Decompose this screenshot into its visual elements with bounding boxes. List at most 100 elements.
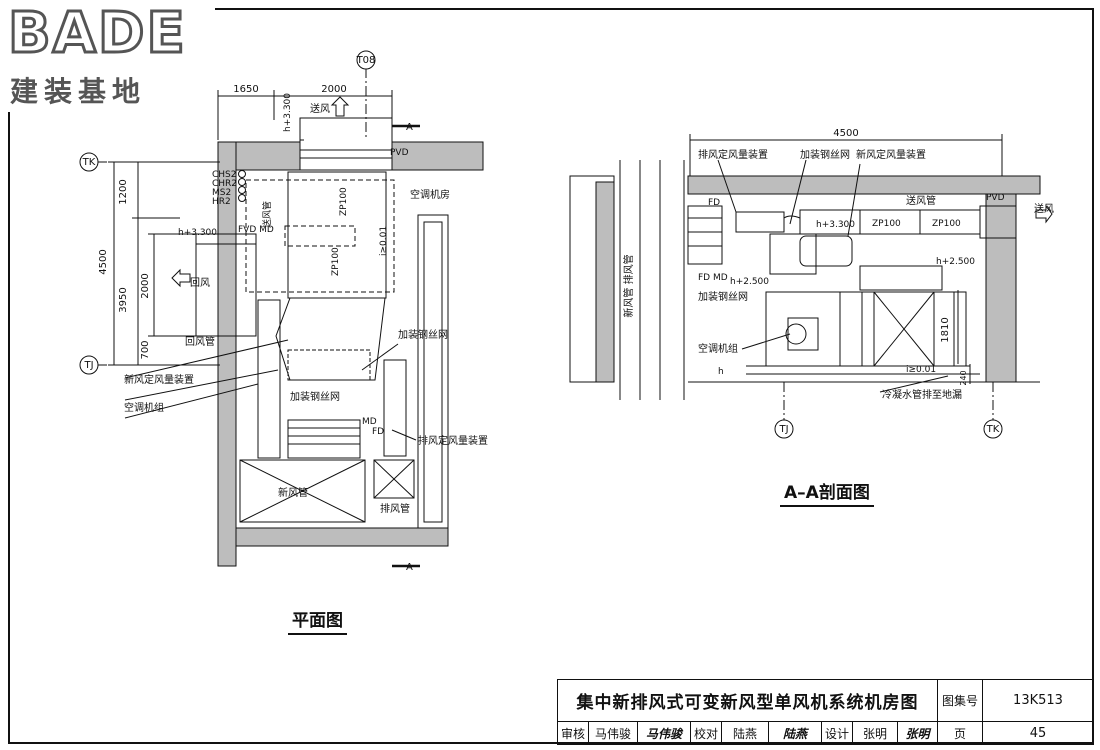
designer-signature: 张明 bbox=[897, 721, 938, 745]
plan-label-supply-air: 送风 bbox=[310, 102, 330, 115]
section-riser bbox=[769, 233, 817, 275]
section-label-fd-md: FD MD bbox=[698, 273, 728, 283]
section-dim-4500: 4500 bbox=[833, 128, 858, 139]
plan-dim-1650: 1650 bbox=[233, 84, 258, 95]
plan-label-mesh: 加装钢丝网 bbox=[398, 328, 448, 341]
plan-section-mark-bottom: A bbox=[406, 562, 413, 573]
page-number: 45 bbox=[982, 721, 1094, 745]
plan-label-hr2: HR2 bbox=[212, 197, 231, 207]
section-label-h2500-a: h+2.500 bbox=[730, 277, 769, 287]
plan-ahu-box bbox=[275, 297, 386, 381]
section-dim-240: 240 bbox=[959, 370, 968, 385]
plan-label-ac-room: 空调机房 bbox=[410, 188, 450, 201]
reviewer-name: 马伟骏 bbox=[588, 721, 638, 745]
plan-dim-3950: 3950 bbox=[118, 287, 129, 312]
drawing-frame bbox=[8, 8, 1094, 744]
section-label-mesh: 加装钢丝网 bbox=[698, 290, 748, 303]
plan-dim-1200: 1200 bbox=[118, 179, 129, 204]
checker-name: 陆燕 bbox=[721, 721, 769, 745]
section-label-exhaust-device: 排风定风量装置 bbox=[698, 148, 768, 161]
atlas-no: 13K513 bbox=[982, 679, 1094, 722]
drawing-title: 集中新排风式可变新风型单风机系统机房图 bbox=[557, 679, 938, 722]
section-label-mesh-top: 加装钢丝网 bbox=[800, 148, 850, 161]
reviewer-signature: 马伟骏 bbox=[637, 721, 691, 745]
logo-subtitle: 建装基地 bbox=[10, 75, 147, 108]
plan-label-zp100-a: ZP100 bbox=[339, 187, 349, 216]
section-label-h: h bbox=[718, 367, 724, 377]
plan-label-fd: FD bbox=[372, 427, 384, 437]
plan-shaft-inner bbox=[423, 221, 443, 523]
plan-label-h3300: h+3.300 bbox=[178, 228, 217, 238]
section-label-h2500-b: h+2.500 bbox=[936, 257, 975, 267]
plan-fresh-pipe-box bbox=[239, 459, 366, 523]
plan-dim-4500: 4500 bbox=[98, 249, 109, 274]
designer-name: 张明 bbox=[852, 721, 898, 745]
page-label: 页 bbox=[937, 721, 983, 745]
plan-supply-duct-top bbox=[299, 117, 393, 171]
section-label-drain: 冷凝水管排至地漏 bbox=[882, 388, 962, 401]
plan-label-slope: i≥0.01 bbox=[379, 226, 389, 256]
section-label-zp100-b: ZP100 bbox=[932, 219, 961, 229]
section-view-title: A–A剖面图 bbox=[780, 478, 874, 507]
plan-axis-tj: TJ bbox=[83, 360, 93, 371]
plan-label-chs2: CHS2 bbox=[212, 170, 237, 180]
plan-exhaust-branch bbox=[383, 359, 407, 457]
plan-supply-riser bbox=[287, 171, 387, 299]
plan-mesh-box bbox=[287, 419, 361, 459]
check-label: 校对 bbox=[690, 721, 722, 745]
plan-label-pvd: PVD bbox=[390, 148, 409, 158]
plan-label-fresh-device: 新风定风量装置 bbox=[124, 373, 194, 386]
plan-label-exhaust-pipe: 排风管 bbox=[380, 502, 410, 515]
plan-bottom-wall bbox=[235, 527, 449, 547]
section-view bbox=[569, 134, 1041, 420]
plan-label-ahu: 空调机组 bbox=[124, 401, 164, 414]
plan-pipe-run bbox=[245, 179, 395, 293]
checker-signature: 陆燕 bbox=[768, 721, 822, 745]
plan-label-return-pipe: 回风管 bbox=[185, 335, 215, 348]
design-label: 设计 bbox=[821, 721, 853, 745]
plan-label-zp100-b: ZP100 bbox=[331, 247, 341, 276]
plan-section-mark-top: A bbox=[406, 122, 413, 133]
plan-fresh-branch bbox=[257, 299, 281, 459]
atlas-no-label: 图集号 bbox=[937, 679, 983, 722]
plan-label-fvd-md: FVD MD bbox=[238, 225, 274, 235]
section-label-h3300: h+3.300 bbox=[816, 220, 855, 230]
section-label-supply-air: 送风 bbox=[1034, 202, 1054, 215]
logo: BADE 建装基地 bbox=[0, 0, 215, 112]
plan-label-fresh-pipe: 新风管 bbox=[278, 486, 308, 499]
section-label-pvd: PVD bbox=[986, 193, 1005, 203]
title-block: 集中新排风式可变新风型单风机系统机房图 图集号 13K513 审核 马伟骏 马伟… bbox=[557, 679, 1094, 745]
section-label-zp100-a: ZP100 bbox=[872, 219, 901, 229]
section-axis-tk: TK bbox=[986, 424, 1000, 435]
section-label-supply-pipe: 送风管 bbox=[906, 194, 936, 207]
section-right-wall bbox=[985, 193, 1017, 383]
plan-label-md: MD bbox=[362, 417, 377, 427]
logo-brand: BADE bbox=[7, 1, 187, 66]
plan-axis-top: T08 bbox=[356, 55, 376, 66]
section-label-ahu: 空调机组 bbox=[698, 342, 738, 355]
plan-label-chr2: CHR2 bbox=[212, 179, 237, 189]
plan-label-exhaust-device: 排风定风量装置 bbox=[418, 434, 488, 447]
plan-dim-700: 700 bbox=[140, 340, 151, 359]
section-label-fd: FD bbox=[708, 198, 720, 208]
section-label-fresh-exhaust-pipe: 新风管 排风管 bbox=[622, 254, 635, 317]
plan-label-mesh-2: 加装钢丝网 bbox=[290, 390, 340, 403]
section-label-fresh-device: 新风定风量装置 bbox=[856, 148, 926, 161]
section-label-slope: i≥0.01 bbox=[906, 365, 936, 375]
section-dim-1810: 1810 bbox=[940, 317, 951, 342]
section-shaft bbox=[687, 205, 723, 265]
section-ceiling bbox=[687, 175, 1041, 195]
review-label: 审核 bbox=[557, 721, 589, 745]
section-axis-tj: TJ bbox=[778, 424, 788, 435]
plan-label-return-air: 回风 bbox=[190, 277, 210, 289]
plan-axis-tk: TK bbox=[82, 157, 96, 168]
plan-dim-2000v: 2000 bbox=[140, 273, 151, 298]
plan-exhaust-pipe-box bbox=[373, 459, 415, 499]
plan-label-h3300-top: h+3.300 bbox=[283, 93, 293, 132]
plan-label-supply-pipe: 送风管 bbox=[261, 201, 273, 228]
plan-dim-2000: 2000 bbox=[321, 84, 346, 95]
plan-view-title: 平面图 bbox=[288, 606, 347, 635]
plan-return-duct bbox=[195, 233, 257, 337]
plan-right-shaft bbox=[417, 214, 449, 529]
